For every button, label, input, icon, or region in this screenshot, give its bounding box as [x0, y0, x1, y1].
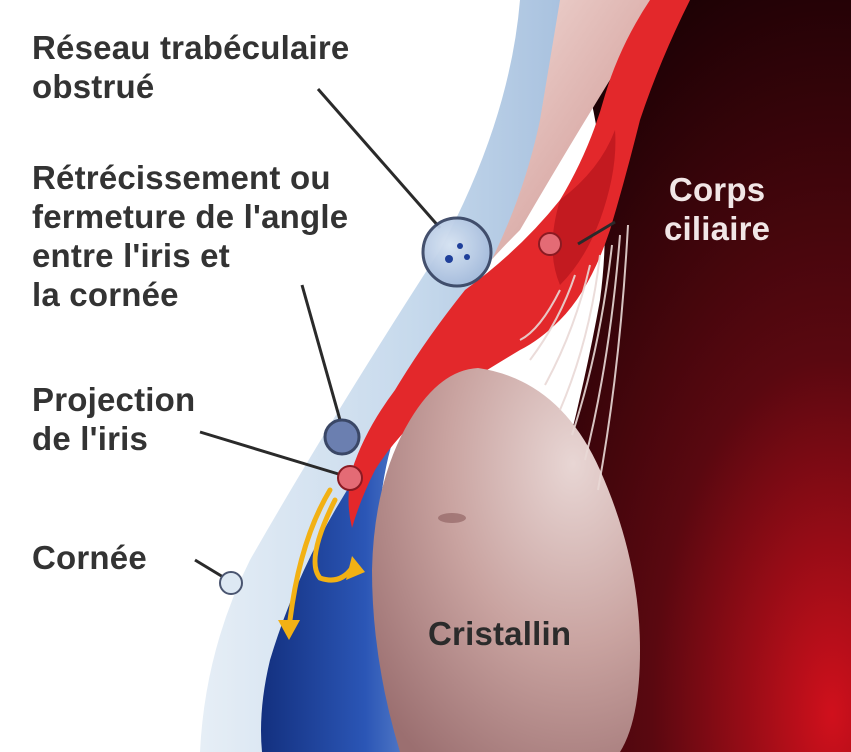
label-line: entre l'iris et [32, 236, 348, 275]
label-lens: Cristallin [428, 614, 571, 653]
ciliary-body-marker [539, 233, 561, 255]
angle-marker [325, 420, 359, 454]
label-line: Rétrécissement ou [32, 158, 348, 197]
label-ciliary-body: Corps ciliaire [664, 170, 770, 248]
label-line: de l'iris [32, 419, 195, 458]
label-line: Corps [664, 170, 770, 209]
label-line: Cristallin [428, 614, 571, 653]
cornea-marker [220, 572, 242, 594]
label-line: Réseau trabéculaire [32, 28, 349, 67]
label-iris-projection: Projection de l'iris [32, 380, 195, 458]
label-line: la cornée [32, 275, 348, 314]
label-cornea: Cornée [32, 538, 147, 577]
label-angle-closure: Rétrécissement ou fermeture de l'angle e… [32, 158, 348, 314]
label-line: obstrué [32, 67, 349, 106]
iris-projection-marker [338, 466, 362, 490]
label-trabecular-meshwork: Réseau trabéculaire obstrué [32, 28, 349, 106]
trabecular-meshwork-marker [423, 218, 491, 286]
label-line: fermeture de l'angle [32, 197, 348, 236]
label-line: Projection [32, 380, 195, 419]
label-line: ciliaire [664, 209, 770, 248]
label-line: Cornée [32, 538, 147, 577]
